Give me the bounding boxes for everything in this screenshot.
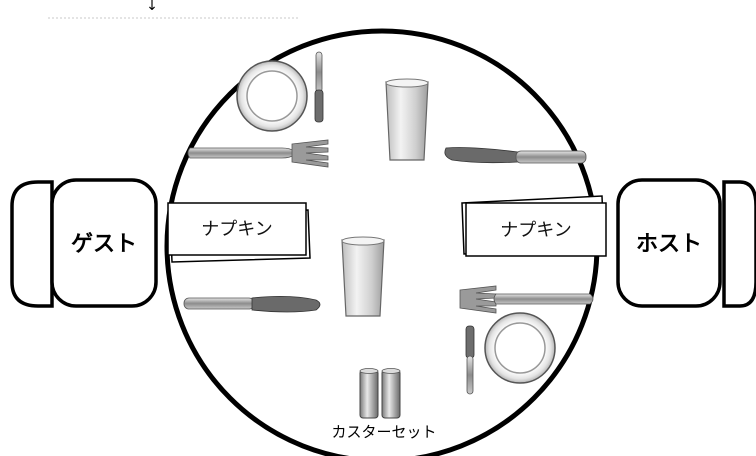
knife-top-right	[444, 147, 587, 164]
caster-set: カスターセット	[331, 368, 437, 441]
plate-bottom-right	[484, 312, 556, 384]
caster-shaker-left	[359, 369, 379, 419]
host-chair-seat	[616, 178, 722, 308]
glass-center	[341, 236, 385, 317]
napkin-left: ナプキン	[167, 202, 311, 263]
host-label: ホスト	[636, 232, 702, 257]
guest-chair-seat	[50, 178, 158, 308]
caster-shaker-right	[381, 369, 401, 419]
fork-bottom-right	[459, 285, 594, 314]
guest-label: ゲスト	[71, 232, 137, 257]
napkin-right-label: ナプキン	[500, 220, 571, 241]
top-arrow-marker: ↓	[146, 0, 158, 14]
host-chair: ホスト	[616, 178, 756, 308]
napkin-left-label: ナプキン	[201, 219, 272, 240]
napkin-right: ナプキン	[461, 195, 607, 257]
butter-knife-top	[314, 51, 324, 123]
guest-chair: ゲスト	[10, 178, 158, 308]
glass-top	[385, 78, 429, 161]
butter-knife-bottom	[465, 325, 475, 395]
knife-bottom-left	[183, 296, 321, 313]
fork-top-left	[187, 139, 329, 168]
guest-chair-back	[10, 180, 54, 308]
plate-top-left	[236, 60, 308, 132]
host-chair-back	[722, 180, 756, 308]
caster-set-label: カスターセット	[331, 423, 436, 441]
